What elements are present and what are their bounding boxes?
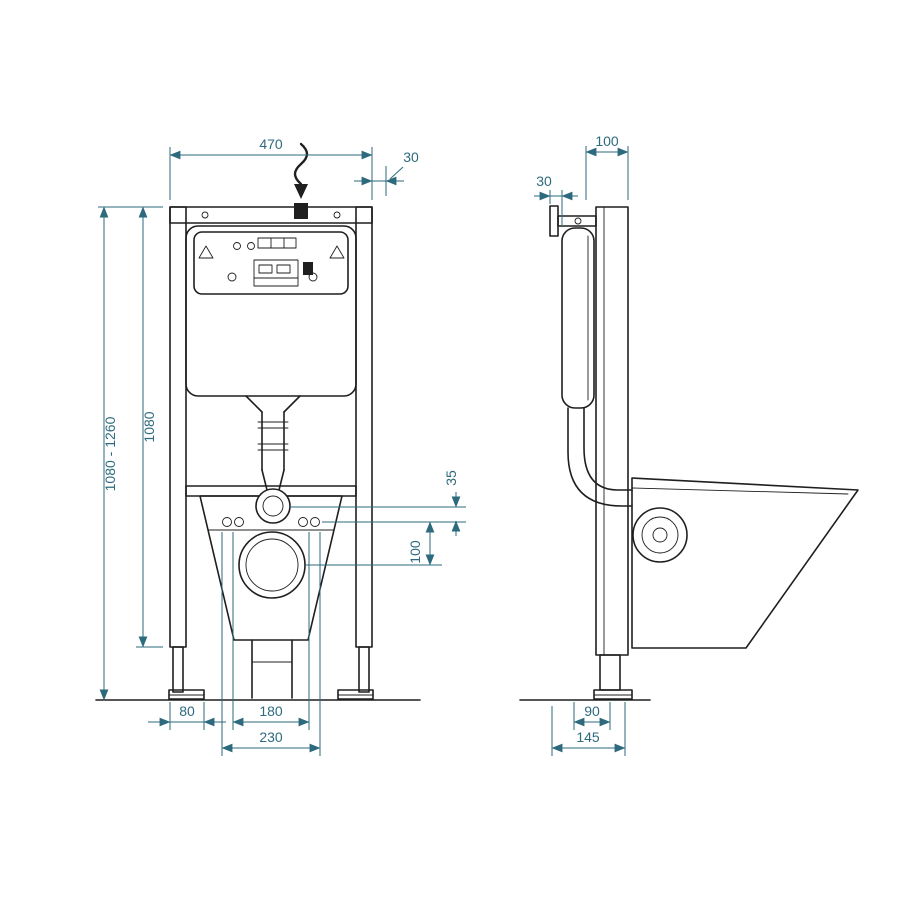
dim-foot-width: 80: [179, 703, 195, 719]
foot-left: [168, 689, 205, 700]
access-panel: [193, 231, 349, 295]
side-dimensions: 100 30 90 145: [534, 133, 629, 756]
rail-screw-right: [333, 211, 341, 219]
dim-frame-height: 1080: [141, 411, 157, 442]
water-inlet-arrow-icon: [293, 142, 309, 199]
dim-flush-offset: 35: [443, 470, 459, 486]
warning-icon: [329, 245, 345, 259]
flush-pipe-profile: [567, 407, 633, 507]
frame-profile: [593, 206, 633, 700]
front-dimensions: 470 30 1080 - 1260 1080 35: [98, 136, 466, 756]
dim-outlet-distance: 90: [584, 703, 600, 719]
panel-details: [198, 237, 345, 287]
dim-overall-height-range: 1080 - 1260: [102, 416, 118, 491]
flush-elbow: [255, 488, 291, 524]
recycle-icon: [198, 245, 214, 259]
mounting-plate: [185, 485, 357, 699]
dim-floor-depth: 145: [576, 729, 600, 745]
leg-left: [172, 646, 184, 693]
cistern-profile: [561, 227, 595, 409]
dim-outlet-offset: 100: [407, 540, 423, 564]
flush-pipe: [257, 411, 289, 491]
dim-frame-width: 470: [259, 136, 283, 152]
rail-screw-left: [201, 211, 209, 219]
dim-wall-bracket-offset: 30: [536, 173, 552, 189]
waste-pipe-down: [251, 639, 293, 699]
water-inlet-connection: [294, 203, 308, 219]
dim-frame-depth: 100: [595, 133, 619, 149]
mounting-studs: [222, 517, 320, 527]
drain-outlet: [238, 531, 306, 599]
front-view: 470 30 1080 - 1260 1080 35: [95, 136, 466, 756]
leg-side: [599, 654, 621, 691]
leg-right: [358, 646, 370, 693]
side-view: 100 30 90 145: [519, 133, 859, 756]
frame-outline: [168, 203, 374, 700]
foot-right: [337, 689, 374, 700]
toilet-bowl-profile: [631, 477, 859, 649]
flush-valve-window: [253, 259, 299, 287]
dim-stud-spacing-outer: 230: [259, 729, 283, 745]
cistern-neck: [245, 395, 301, 413]
dim-top-offset: 30: [403, 149, 419, 165]
dim-stud-spacing: 180: [259, 703, 283, 719]
cistern: [185, 225, 357, 413]
foot-side: [593, 689, 633, 700]
outlet-boss: [632, 507, 688, 563]
